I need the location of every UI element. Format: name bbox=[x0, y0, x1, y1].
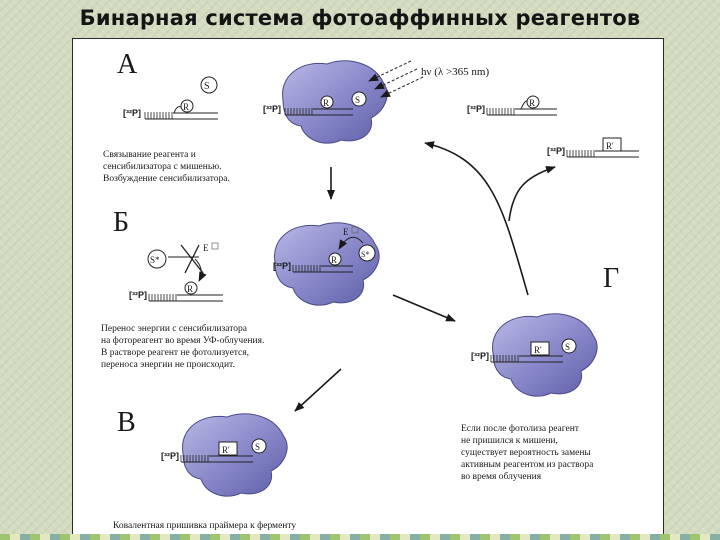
panel-label-g: Г bbox=[603, 263, 619, 294]
svg-text:не пришился к мишени,: не пришился к мишени, bbox=[461, 436, 558, 446]
svg-text:[³²P]: [³²P] bbox=[273, 261, 291, 271]
svg-text:сенсибилизатора с мишенью.: сенсибилизатора с мишенью. bbox=[103, 161, 222, 172]
arrow-b-to-g bbox=[392, 294, 456, 322]
caption-a: Связывание реагента и сенсибилизатора с … bbox=[103, 150, 230, 184]
free-primer-a: [³²P] R bbox=[123, 99, 218, 120]
caption-g: Если после фотолиза реагент не пришился … bbox=[461, 423, 594, 482]
svg-text:переноса энергии не происходит: переноса энергии не происходит. bbox=[101, 360, 235, 370]
panel-label-a: А bbox=[117, 49, 138, 80]
protein-complex-b: [³²P] R S* E bbox=[273, 222, 380, 306]
svg-text:S: S bbox=[204, 81, 210, 92]
svg-text:В растворе реагент не фотолизу: В растворе реагент не фотолизуется, bbox=[101, 347, 249, 358]
svg-text:Если после фотолиза реагент: Если после фотолиза реагент bbox=[461, 423, 580, 434]
svg-text:hν (λ >365 nm): hν (λ >365 nm) bbox=[421, 66, 489, 78]
svg-text:[³²P]: [³²P] bbox=[161, 451, 179, 461]
svg-text:Связывание реагента и: Связывание реагента и bbox=[103, 150, 196, 160]
svg-text:S*: S* bbox=[361, 250, 369, 259]
footer-stripe bbox=[0, 534, 720, 540]
photolysed-primer-r-prime: [³²P] R' bbox=[547, 137, 639, 158]
caption-v: Ковалентная пришивка праймера к ферменту bbox=[113, 520, 296, 531]
panel-label-b: Б bbox=[113, 207, 129, 238]
svg-text:во время облучения: во время облучения bbox=[461, 471, 542, 482]
free-primer-b: [³²P] R bbox=[129, 281, 223, 302]
caption-b: Перенос энергии с сенсибилизатора на фот… bbox=[101, 323, 264, 370]
svg-text:R': R' bbox=[534, 345, 542, 355]
svg-text:[³²P]: [³²P] bbox=[471, 351, 489, 361]
svg-text:R': R' bbox=[222, 445, 230, 455]
protein-complex-a: [³²P] R S bbox=[263, 60, 388, 144]
figure-panel: А Б В Г [³²P] R S [³²P] R S bbox=[72, 38, 664, 540]
svg-text:R: R bbox=[183, 102, 189, 112]
slide-title: Бинарная система фотоаффинных реагентов bbox=[79, 6, 641, 30]
svg-text:E: E bbox=[203, 243, 209, 253]
panel-label-v: В bbox=[117, 407, 136, 438]
arrow-to-v bbox=[294, 368, 342, 412]
svg-text:Перенос энергии с сенсибилизат: Перенос энергии с сенсибилизатора bbox=[101, 323, 248, 334]
svg-text:на фотореагент во время УФ-обл: на фотореагент во время УФ-облучения. bbox=[101, 335, 264, 346]
sensitizer-excited-b: S* E bbox=[147, 242, 219, 282]
svg-text:S: S bbox=[255, 442, 260, 452]
svg-text:S*: S* bbox=[150, 255, 160, 265]
svg-text:R: R bbox=[323, 98, 329, 108]
svg-text:существует вероятность замены: существует вероятность замены bbox=[461, 448, 591, 458]
svg-text:S: S bbox=[565, 342, 570, 352]
arrow-g-to-a bbox=[424, 141, 529, 296]
svg-text:[³²P]: [³²P] bbox=[129, 290, 147, 300]
protein-complex-v: [³²P] R' S bbox=[161, 413, 288, 497]
svg-text:[³²P]: [³²P] bbox=[547, 146, 565, 156]
uv-light-rays: hν (λ >365 nm) bbox=[368, 60, 489, 98]
svg-text:R: R bbox=[331, 255, 337, 265]
sensitizer-free-a: S bbox=[200, 76, 218, 94]
svg-text:R': R' bbox=[606, 141, 614, 151]
released-primer-r: [³²P] R bbox=[467, 95, 557, 116]
svg-text:[³²P]: [³²P] bbox=[263, 104, 281, 114]
protein-complex-g: [³²P] R' S bbox=[471, 313, 598, 397]
svg-text:[³²P]: [³²P] bbox=[467, 104, 485, 114]
svg-text:E: E bbox=[343, 227, 349, 237]
svg-text:[³²P]: [³²P] bbox=[123, 108, 141, 118]
svg-text:Возбуждение сенсибилизатора.: Возбуждение сенсибилизатора. bbox=[103, 173, 230, 184]
svg-text:R: R bbox=[529, 98, 535, 108]
svg-text:активным реагентом из раствора: активным реагентом из раствора bbox=[461, 460, 594, 470]
arrow-branch-r-prime bbox=[508, 166, 556, 222]
svg-text:R: R bbox=[187, 284, 193, 294]
diagram: А Б В Г [³²P] R S [³²P] R S bbox=[101, 49, 639, 531]
svg-text:S: S bbox=[355, 95, 360, 105]
